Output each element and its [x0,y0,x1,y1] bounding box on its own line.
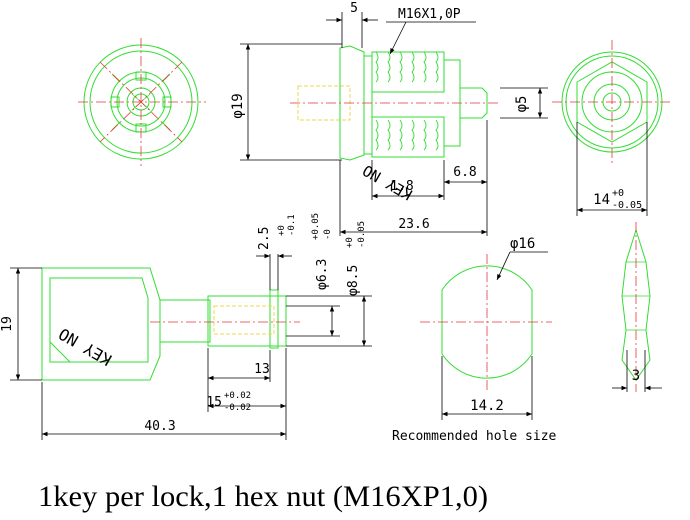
thin-view [621,222,651,392]
key-6-3-tol-upper: +0.05 [311,213,321,240]
hole-view [420,254,552,392]
footer-caption: 1key per lock,1 hex nut (M16XP1,0) [38,480,488,513]
thin-view-dimensions [612,350,662,392]
key-8-5-label: φ8.5 [346,265,361,296]
dim-pin-5-label: φ5 [514,96,530,113]
side-view-dimensions [240,12,548,236]
key-engraving-label: KEY NO [55,324,115,369]
side-view [290,45,500,161]
nut-view-dimensions [576,122,648,216]
dim-23-6-label: 23.6 [398,217,429,232]
key-15-label: 15 [206,395,222,410]
key-6-3-label: φ6.3 [315,259,330,290]
dim-5-label: 5 [350,1,358,16]
dim-6-8-label: 6.8 [453,165,476,180]
key-2-5-label: 2.5 [257,227,272,250]
dim-1-8-label: 1.8 [390,179,413,194]
key-40-3-label: 40.3 [144,419,175,434]
nut-width-tol-lower: -0.05 [612,200,642,211]
key-15-tol-upper: +0.02 [224,391,251,401]
key-13-label: 13 [254,362,270,377]
key-6-3-tol-lower: -0 [323,229,333,240]
hole-width-label: 14.2 [470,398,504,414]
thread-label: M16X1,0P [398,7,461,22]
key-2-5-tol-lower: -0.1 [287,214,297,236]
key-2-5-tol-upper: +0 [277,225,287,236]
key-view-dimensions [10,253,372,440]
key-8-5-tol-upper: +0 [345,237,355,248]
nut-width-tol-upper: +0 [612,188,624,199]
hole-diameter-label: φ16 [510,236,535,252]
dim-diameter-19-label: φ19 [230,93,246,118]
key-15-tol-lower: -0.02 [224,403,251,413]
nut-width-label: 14 [593,192,610,208]
hole-caption: Recommended hole size [392,429,557,444]
key-height-label: 19 [0,316,15,332]
nut-view-centerlines [552,40,672,164]
thin-thickness-label: 3 [632,368,640,384]
front-view-centerlines [78,38,206,166]
key-8-5-tol-lower: -0.05 [357,221,367,248]
hole-view-dimensions [441,251,548,420]
